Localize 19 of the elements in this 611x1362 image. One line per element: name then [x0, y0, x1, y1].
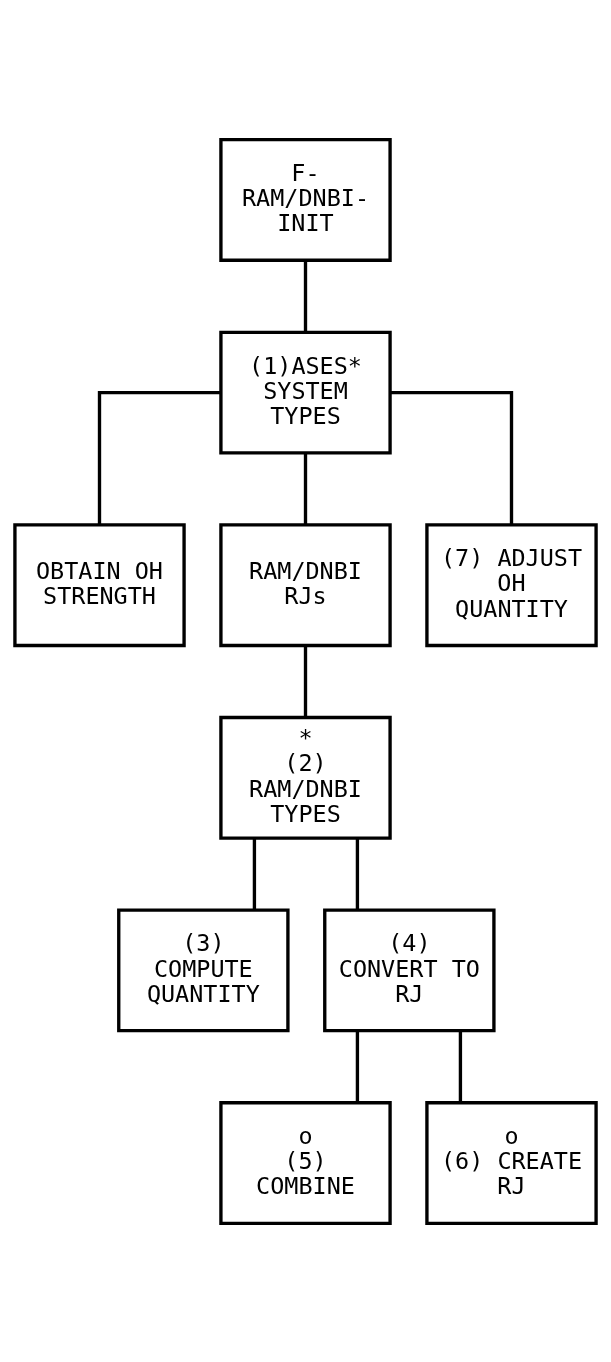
node-box: o (5) COMBINE [219, 1100, 392, 1225]
node-box: (1)ASES* SYSTEM TYPES [219, 330, 392, 455]
connector [303, 452, 308, 524]
node-box: F- RAM/DNBI- INIT [219, 137, 392, 262]
connector [458, 1030, 463, 1102]
node-box: * (2) RAM/DNBI TYPES [219, 715, 392, 840]
node-box: (3) COMPUTE QUANTITY [117, 907, 290, 1032]
connector [355, 837, 360, 910]
node-box: (7) ADJUST OH QUANTITY [425, 522, 598, 647]
connector [390, 390, 514, 525]
node-box: RAM/DNBI RJs [219, 522, 392, 647]
connector [303, 259, 308, 332]
connector [97, 390, 221, 525]
node-box: OBTAIN OH STRENGTH [13, 522, 186, 647]
connector [355, 1030, 360, 1102]
node-box: (4) CONVERT TO RJ [323, 907, 496, 1032]
connector [303, 645, 308, 717]
node-box: o (6) CREATE RJ [425, 1100, 598, 1225]
connector [252, 837, 257, 910]
